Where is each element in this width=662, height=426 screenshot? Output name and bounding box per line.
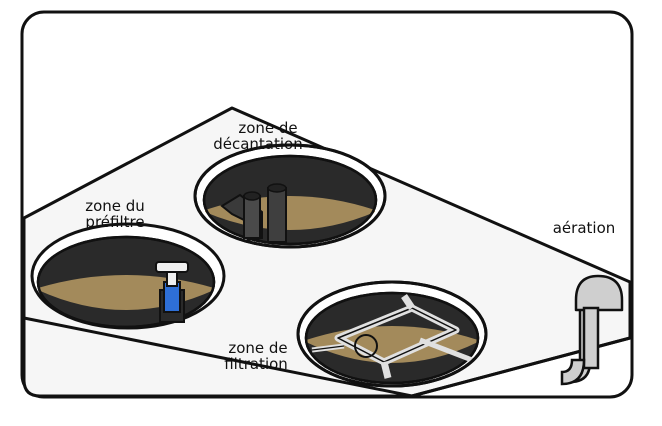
- label-filtration-line1: zone de: [228, 339, 287, 357]
- label-decantation-line2: décantation: [213, 135, 303, 153]
- label-decantation-line1: zone de: [238, 119, 297, 137]
- aeration-vent: [560, 274, 624, 386]
- prefiltre-opening: [30, 222, 226, 330]
- label-prefiltre-line2: préfiltre: [85, 213, 144, 231]
- filtration-filter-frame: [311, 294, 473, 379]
- label-filtration-line2: filtration: [224, 355, 288, 373]
- prefiltre-t-pipe: [155, 261, 189, 323]
- filtration-opening: [296, 280, 488, 388]
- tank-front-edge: [23, 316, 413, 398]
- label-prefiltre-line1: zone du: [85, 197, 145, 215]
- label-aeration: aération: [553, 219, 616, 237]
- decantation-baffle-pipes: [220, 183, 287, 243]
- decantation-opening: [193, 143, 387, 249]
